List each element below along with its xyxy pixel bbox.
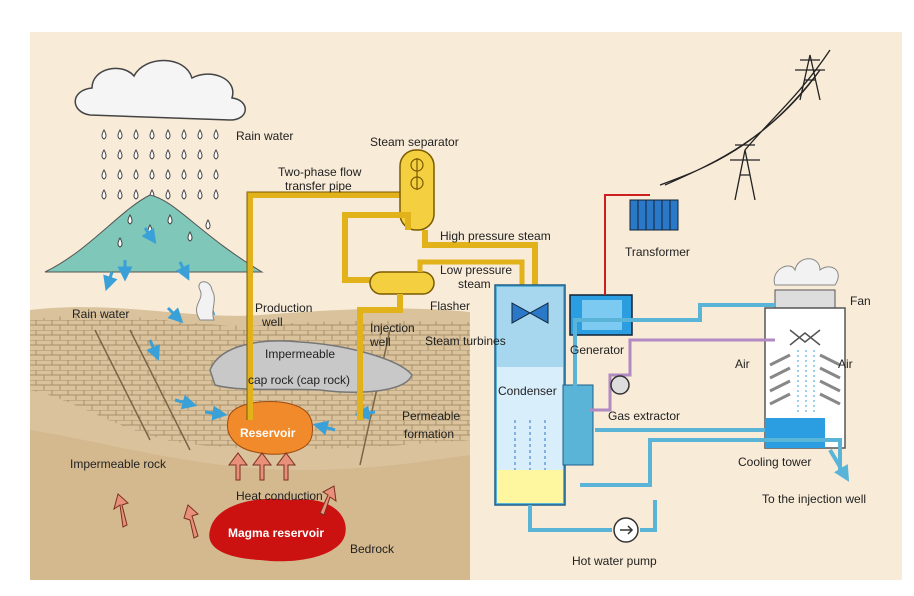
label-gas-extractor: Gas extractor bbox=[608, 409, 680, 423]
label-permeable: Permeable bbox=[402, 409, 460, 423]
injection-well-pipe bbox=[357, 294, 403, 420]
rain-cloud bbox=[74, 59, 246, 121]
heat-arrows bbox=[113, 452, 337, 539]
label-impermeable-rock: Impermeable rock bbox=[70, 457, 167, 471]
label-production: Production bbox=[255, 301, 312, 315]
label-to-injection-well: To the injection well bbox=[762, 492, 866, 506]
label-bedrock: Bedrock bbox=[350, 542, 395, 556]
transformer-fins bbox=[637, 200, 671, 230]
hot-spring-steam bbox=[195, 281, 215, 321]
label-magma-reservoir: Magma reservoir bbox=[228, 526, 324, 540]
magma-reservoir bbox=[209, 498, 346, 562]
label-high-pressure-steam: High pressure steam bbox=[440, 229, 551, 243]
separator-internals bbox=[410, 158, 424, 190]
fault-lines bbox=[94, 329, 391, 466]
condenser-spray bbox=[514, 420, 546, 470]
label-cooling-tower: Cooling tower bbox=[738, 455, 811, 469]
condenser-water bbox=[497, 470, 563, 503]
label-air-right: Air bbox=[838, 357, 853, 371]
label-injection-well: well bbox=[369, 335, 391, 349]
label-rain-water-top: Rain water bbox=[236, 129, 293, 143]
label-steam-turbines: Steam turbines bbox=[425, 334, 506, 348]
label-transformer: Transformer bbox=[625, 245, 690, 259]
label-low-pressure: Low pressure bbox=[440, 263, 512, 277]
to-injection-arrow bbox=[828, 448, 850, 482]
cooling-tower bbox=[764, 258, 846, 449]
label-transfer-pipe: transfer pipe bbox=[285, 179, 352, 193]
high-pressure-steam-pipe bbox=[422, 230, 538, 290]
label-impermeable: Impermeable bbox=[265, 347, 335, 361]
low-pressure-steam-pipe bbox=[417, 259, 525, 290]
label-condenser: Condenser bbox=[498, 384, 557, 398]
label-heat-conduction: Heat conduction bbox=[236, 489, 323, 503]
gas-extractor bbox=[610, 375, 630, 395]
label-reservoir: Reservoir bbox=[240, 426, 296, 440]
condenser-side bbox=[562, 384, 594, 466]
production-well-outline bbox=[246, 191, 405, 420]
gas-pipe bbox=[590, 338, 775, 412]
label-air-left: Air bbox=[735, 357, 750, 371]
brine-pipe bbox=[342, 212, 411, 283]
raindrops bbox=[101, 128, 219, 200]
label-rain-water-left: Rain water bbox=[72, 307, 129, 321]
label-formation: formation bbox=[404, 427, 454, 441]
label-cap-rock: cap rock (cap rock) bbox=[248, 373, 350, 387]
transmission-towers bbox=[659, 49, 831, 201]
steam-turbine bbox=[511, 302, 549, 324]
turbine-housing bbox=[497, 287, 563, 367]
label-steam: steam bbox=[458, 277, 491, 291]
label-two-phase-flow: Two-phase flow bbox=[278, 165, 362, 179]
flasher bbox=[369, 271, 435, 295]
label-injection: Injection bbox=[370, 321, 415, 335]
label-steam-separator: Steam separator bbox=[370, 135, 459, 149]
label-production-well: well bbox=[261, 315, 283, 329]
generator-panel bbox=[582, 300, 622, 330]
label-generator: Generator bbox=[570, 343, 624, 357]
cooling-water-pipes bbox=[528, 303, 842, 532]
label-hot-water-pump: Hot water pump bbox=[572, 554, 657, 568]
label-flasher: Flasher bbox=[430, 299, 470, 313]
power-line bbox=[604, 194, 650, 295]
label-fan: Fan bbox=[850, 294, 871, 308]
